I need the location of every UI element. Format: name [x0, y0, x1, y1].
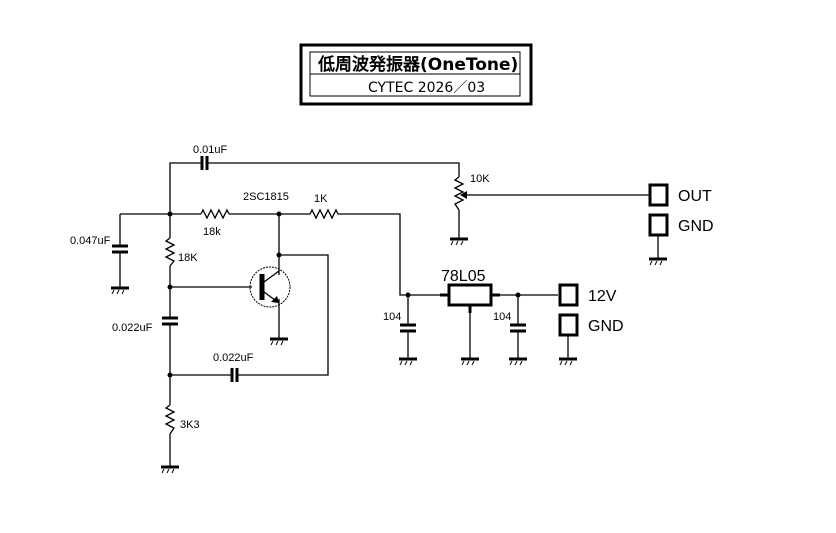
resistor-18k-series: 18k [200, 208, 230, 238]
title-block: 低周波発振器(OneTone) CYTEC 2026／03 [299, 43, 533, 106]
label-78l05: 78L05 [441, 268, 486, 285]
ground-icon [557, 357, 579, 367]
label-104-output: 104 [493, 311, 511, 323]
ground-icon [507, 357, 529, 367]
ground-icon [647, 257, 669, 267]
terminal-power-gnd[interactable]: GND [558, 313, 624, 337]
potentiometer-10k: 10K [453, 173, 490, 211]
resistor-3k3: 3K3 [164, 404, 200, 435]
capacitor-0-022uf-vertical: 0.022uF [112, 316, 178, 334]
label-0-047uf: 0.047uF [70, 235, 111, 247]
label-0-022uf-1: 0.022uF [112, 322, 153, 334]
resistor-1k: 1K [309, 193, 339, 220]
title-text: 低周波発振器(OneTone) [317, 54, 518, 75]
label-power-gnd: GND [588, 318, 624, 335]
ground-icon [459, 357, 481, 367]
resistor-18k-bias: 18K [164, 237, 198, 267]
terminal-out[interactable]: OUT [648, 183, 712, 207]
capacitor-0-022uf-horizontal: 0.022uF [213, 352, 254, 382]
capacitor-0-047uf: 0.047uF [70, 235, 128, 254]
label-18k-series: 18k [203, 226, 221, 238]
terminal-12v[interactable]: 12V [558, 283, 617, 307]
capacitor-104-output: 104 [493, 311, 526, 333]
label-10k: 10K [470, 173, 490, 185]
label-1k: 1K [314, 193, 328, 205]
label-12v: 12V [588, 288, 617, 305]
capacitor-0-01uf: 0.01uF [193, 144, 228, 170]
ground-icon [159, 465, 181, 475]
transistor-2sc1815: 2SC1815 [243, 191, 291, 308]
label-3k3: 3K3 [180, 419, 200, 431]
ground-icon [268, 337, 290, 347]
label-0-01uf: 0.01uF [193, 144, 228, 156]
wires [119, 162, 659, 466]
capacitor-104-input: 104 [383, 311, 416, 333]
ground-icon [397, 357, 419, 367]
label-18k-bias: 18K [178, 252, 198, 264]
label-out-gnd: GND [678, 218, 714, 235]
label-0-022uf-2: 0.022uF [213, 352, 254, 364]
ground-icon [448, 237, 470, 247]
label-2sc1815: 2SC1815 [243, 191, 289, 203]
junctions [167, 211, 521, 378]
terminal-out-gnd[interactable]: GND [648, 213, 714, 237]
regulator-78l05: 78L05 [440, 268, 500, 313]
label-out: OUT [678, 188, 712, 205]
label-104-input: 104 [383, 311, 401, 323]
ground-icon [109, 286, 131, 296]
subtitle-text: CYTEC 2026／03 [368, 80, 485, 96]
